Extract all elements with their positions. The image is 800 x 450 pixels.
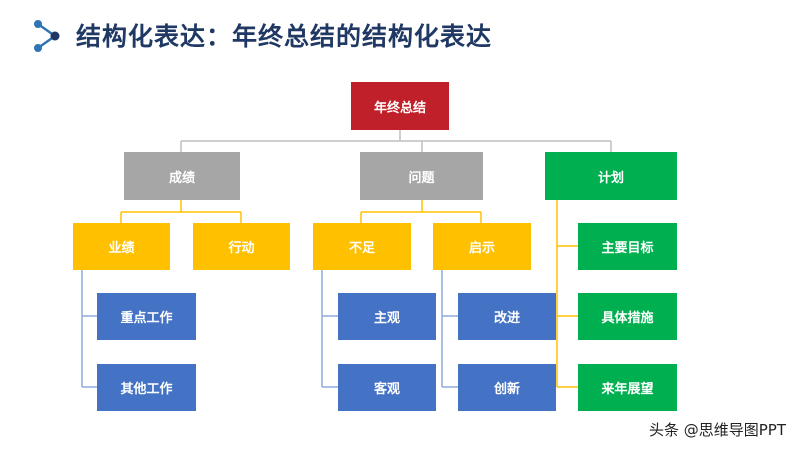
leaf-specific-measures: 具体措施 [578,293,677,340]
node-plan: 计划 [545,152,677,200]
leaf-key-work: 重点工作 [97,293,196,340]
leaf-next-year-outlook: 来年展望 [578,364,677,411]
leaf-objective: 客观 [338,364,436,411]
node-problem: 问题 [360,152,483,200]
node-achievement: 成绩 [124,152,240,200]
watermark: 头条 @思维导图PPT [648,421,786,439]
node-action: 行动 [193,223,290,270]
page-header: 结构化表达：年终总结的结构化表达 [30,14,492,56]
leaf-other-work: 其他工作 [97,364,196,411]
leaf-improvement: 改进 [458,293,556,340]
leaf-innovation: 创新 [458,364,556,411]
leaf-subjective: 主观 [338,293,436,340]
share-nodes-icon [34,20,60,52]
node-insight: 启示 [433,223,531,270]
page-title: 结构化表达：年终总结的结构化表达 [76,22,493,51]
leaf-main-goal: 主要目标 [578,223,677,270]
node-shortfall: 不足 [313,223,411,270]
node-performance: 业绩 [73,223,170,270]
root-node: 年终总结 [351,82,449,130]
